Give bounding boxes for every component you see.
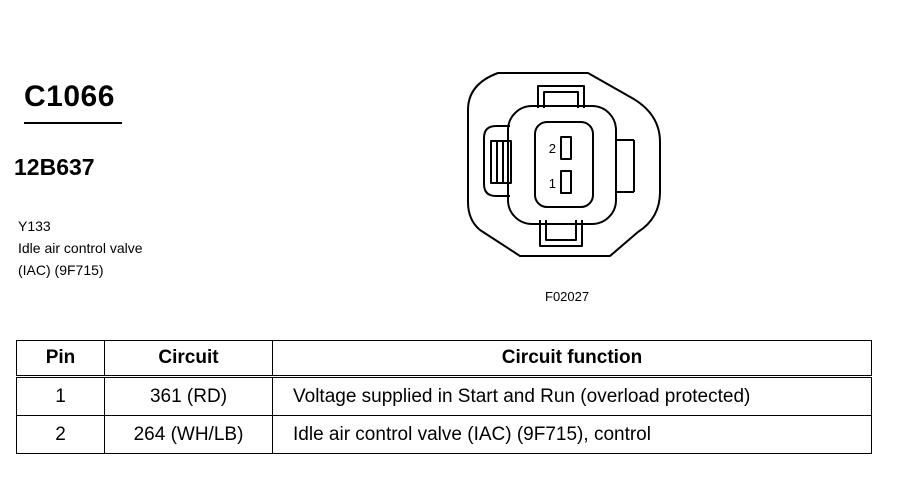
connector-bottom-tab [539, 220, 583, 247]
table-row: 1 361 (RD) Voltage supplied in Start and… [16, 376, 872, 416]
connector-face-drawing: 2 1 [467, 72, 661, 257]
connector-id: C1066 [24, 80, 115, 113]
row-circuit: 264 (WH/LB) [104, 415, 273, 454]
connector-pin-cavity [534, 121, 594, 208]
table-header-row: Pin Circuit Circuit function [16, 340, 872, 378]
connector-id-underline [24, 122, 122, 124]
connector-latch [483, 125, 510, 197]
header-pin: Pin [16, 340, 105, 378]
connector-inner-body [507, 105, 617, 225]
row-circuit-function: Idle air control valve (IAC) (9F715), co… [272, 415, 872, 454]
row-pin: 2 [16, 415, 105, 454]
row-pin: 1 [16, 376, 105, 416]
component-name: Idle air control valve [18, 240, 143, 256]
pin-1-label: 1 [549, 176, 556, 191]
table-row: 2 264 (WH/LB) Idle air control valve (IA… [16, 415, 872, 454]
pin-1-terminal [560, 170, 572, 194]
figure-id: F02027 [545, 289, 590, 304]
connector-housing-outline [467, 72, 661, 257]
header-circuit-function: Circuit function [272, 340, 872, 378]
pin-table: Pin Circuit Circuit function 1 361 (RD) … [16, 340, 872, 454]
pin-2-label: 2 [549, 141, 556, 156]
connector-top-tab [537, 85, 585, 108]
part-number: 12B637 [14, 154, 95, 180]
header-circuit: Circuit [104, 340, 273, 378]
component-reference: (IAC) (9F715) [18, 262, 104, 278]
pin-2-terminal [560, 136, 572, 160]
component-code: Y133 [18, 218, 51, 234]
row-circuit: 361 (RD) [104, 376, 273, 416]
row-circuit-function: Voltage supplied in Start and Run (overl… [272, 376, 872, 416]
